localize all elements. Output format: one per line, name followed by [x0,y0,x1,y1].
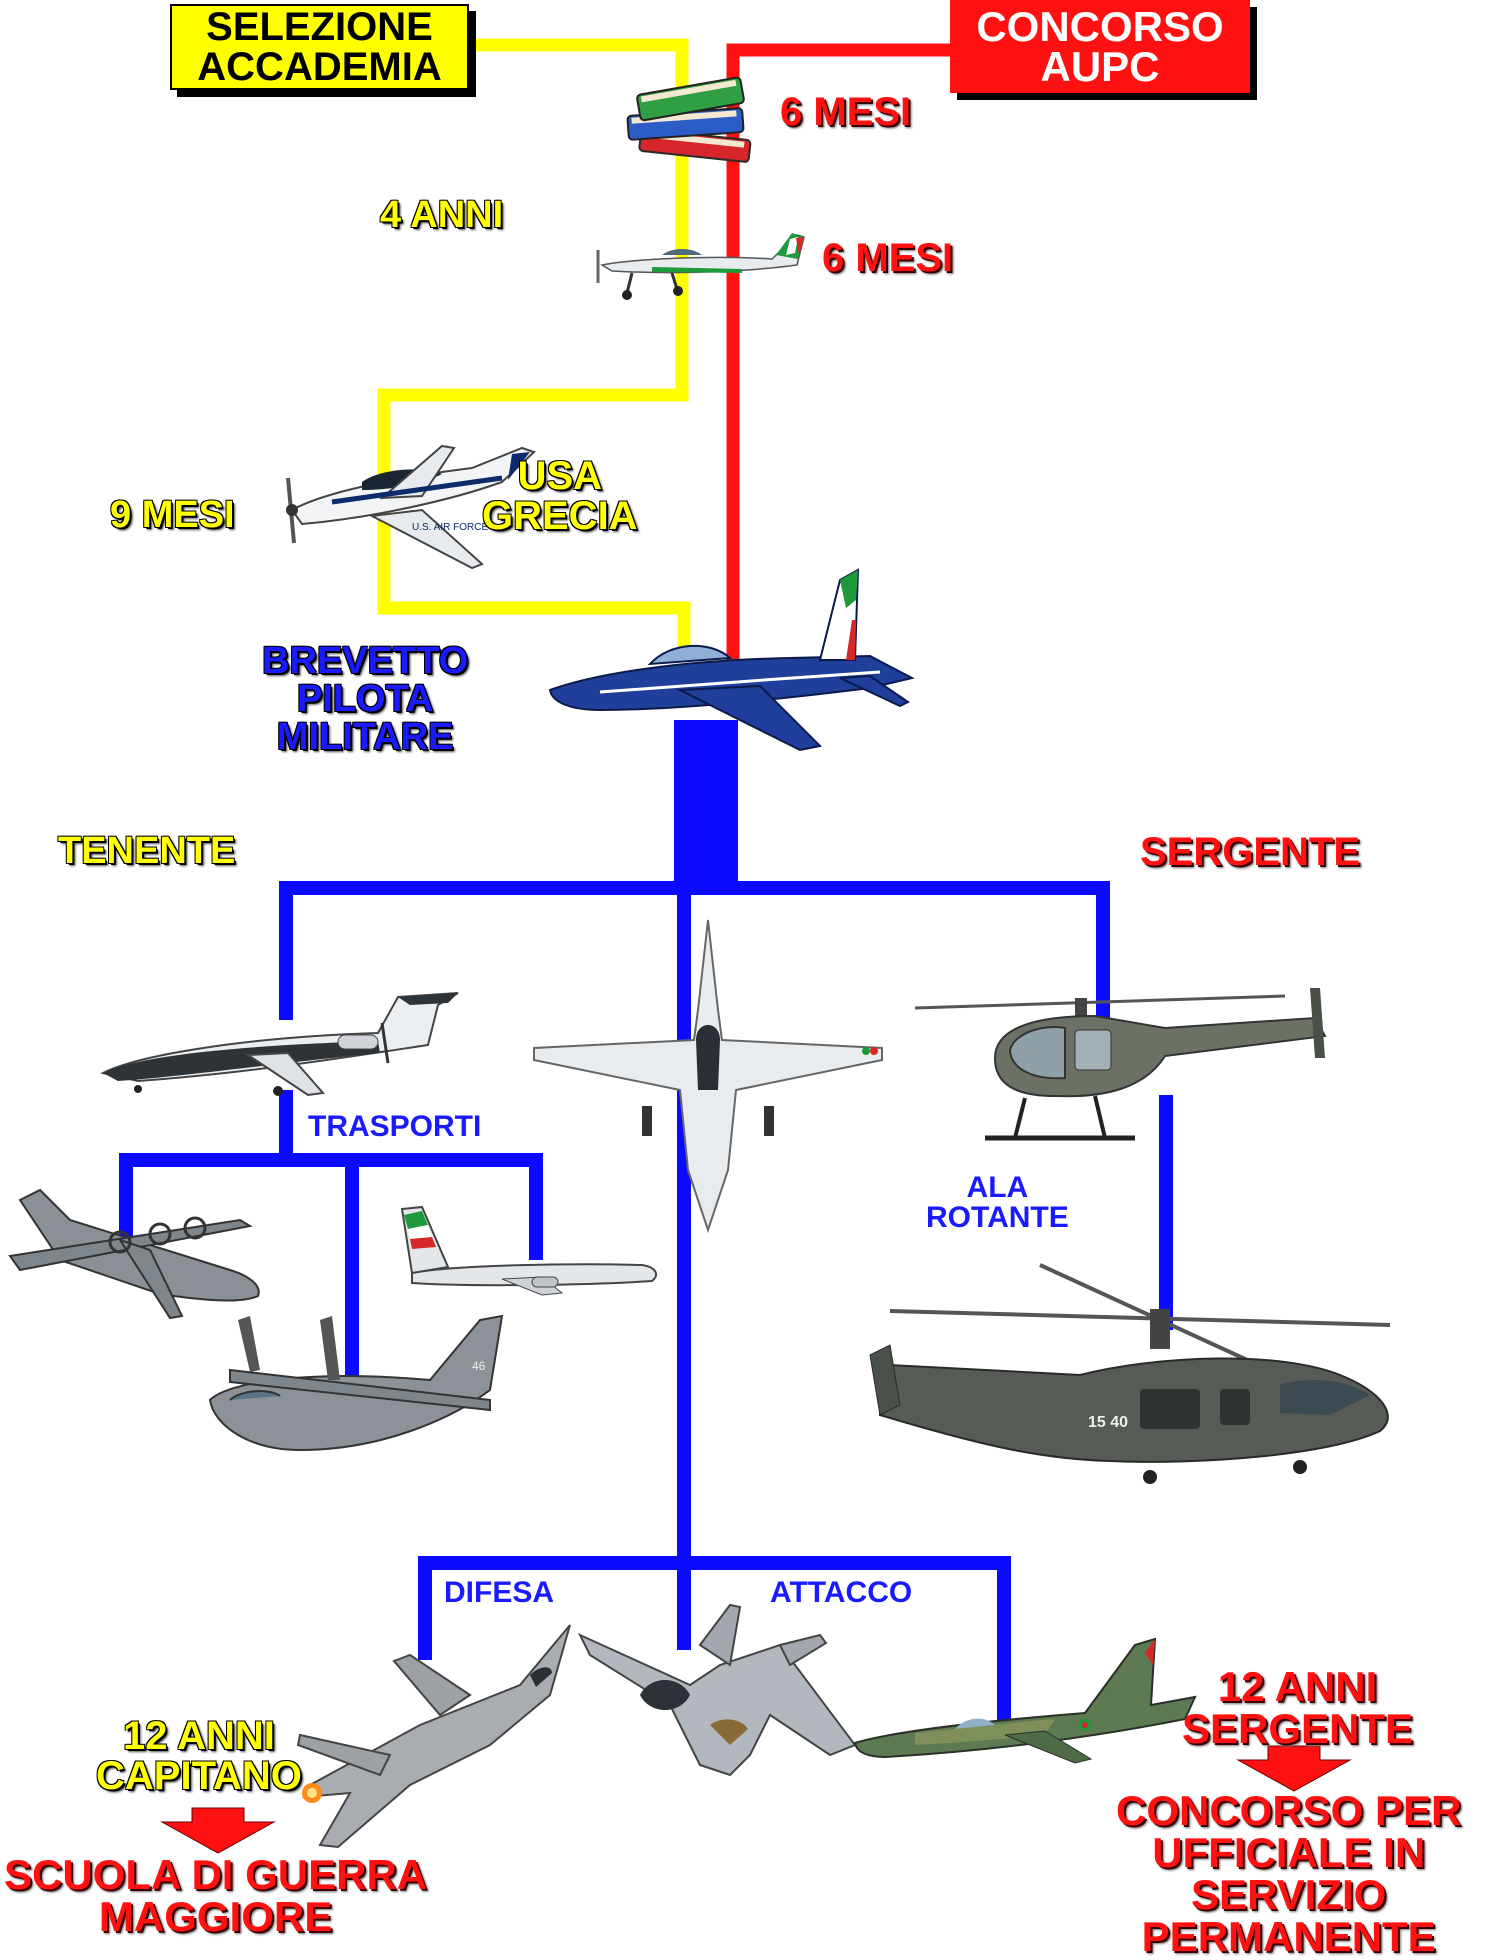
abroad-duration-label: 9 MESI [110,494,235,536]
common-trunk [674,720,738,890]
svg-text:U.S. AIR FORCE: U.S. AIR FORCE [412,522,488,533]
rotary-line-1: ALA [966,1171,1029,1204]
cargo-plane-icon [0,1180,265,1320]
officer-years-line-2: CAPITANO [96,1754,302,1798]
f35-fighter-icon [577,1603,857,1780]
down-arrow-icon [1236,1745,1352,1792]
aupc-exam-box: CONCORSO AUPC [950,0,1250,93]
aupc-line-1: CONCORSO [976,2,1224,50]
officer-rank-label: TENENTE [58,830,236,872]
jet-trainer-icon [540,560,925,752]
branch-lines [119,881,1173,1720]
trainer-plane-icon [592,225,807,305]
officer-years-label: 12 ANNI CAPITANO [96,1716,302,1796]
abroad-countries-label: USA GRECIA [482,456,638,536]
nco-rank-label: SERGENTE [1140,830,1361,874]
advanced-jet-trainer-icon [522,919,894,1235]
wings-line-2: PILOTA [296,678,434,720]
officer-next-line-2: MAGGIORE [98,1893,333,1940]
books-icon [620,74,760,174]
light-cargo-plane-icon: 46 [200,1300,510,1475]
svg-text:46: 46 [472,1359,486,1373]
nco-next-line-2: UFFICIALE IN [1152,1829,1426,1876]
nco-next-line-3: SERVIZIO [1191,1871,1387,1918]
light-helicopter-icon [914,988,1345,1158]
academy-path-line [377,38,691,660]
academy-line-1: SELEZIONE [206,5,433,49]
down-arrow-icon [160,1807,276,1854]
light-plane-duration-label: 6 MESI [822,236,954,280]
academy-duration-label: 4 ANNI [380,194,504,236]
country-greece: GRECIA [482,494,638,538]
medium-helicopter-icon: 15 40 [860,1263,1405,1490]
nco-next-label: CONCORSO PER UFFICIALE IN SERVIZIO PERMA… [1116,1790,1461,1958]
nco-next-line-1: CONCORSO PER [1116,1787,1462,1834]
turboprop-trainer-icon: U.S. AIR FORCE [272,438,542,583]
wings-label: BREVETTO PILOTA MILITARE [262,642,468,756]
wings-line-1: BREVETTO [262,640,469,682]
nco-years-label: 12 ANNI SERGENTE [1182,1666,1413,1750]
academy-selection-box: SELEZIONE ACCADEMIA [170,4,469,90]
officer-next-line-1: SCUOLA DI GUERRA [4,1851,428,1898]
rotary-branch-label: ALA ROTANTE [926,1173,1069,1233]
tornado-bomber-icon [853,1635,1210,1765]
svg-text:15 40: 15 40 [1088,1414,1128,1431]
defense-branch-label: DIFESA [444,1576,555,1609]
rotary-line-2: ROTANTE [926,1201,1069,1234]
transport-branch-label: TRASPORTI [308,1110,482,1143]
nco-years-line-1: 12 ANNI [1217,1663,1378,1710]
country-usa: USA [517,454,603,498]
aupc-line-2: AUPC [1040,42,1160,90]
nco-years-line-2: SERGENTE [1182,1705,1414,1752]
typhoon-fighter-icon [290,1624,575,1850]
books-duration-label: 6 MESI [780,90,912,134]
business-plane-icon [98,985,468,1100]
nco-next-line-4: PERMANENTE [1141,1913,1436,1960]
academy-line-2: ACCADEMIA [197,45,442,89]
attack-branch-label: ATTACCO [770,1576,913,1609]
aupc-path-line [726,43,957,660]
officer-years-line-1: 12 ANNI [123,1714,275,1758]
tanker-plane-icon [392,1203,662,1298]
wings-line-3: MILITARE [276,716,454,758]
officer-next-label: SCUOLA DI GUERRA MAGGIORE [4,1854,427,1938]
